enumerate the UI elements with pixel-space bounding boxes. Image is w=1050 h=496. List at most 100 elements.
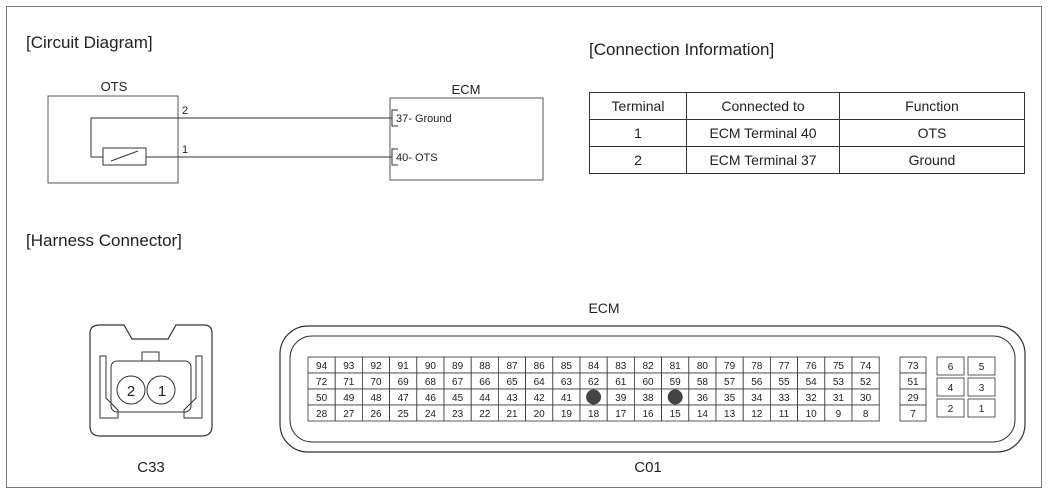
pin-cell bbox=[936, 356, 965, 376]
c33-right-latch bbox=[183, 355, 203, 419]
pin-number: 8 bbox=[863, 409, 869, 420]
pin-number: 21 bbox=[506, 409, 518, 420]
pin-number: 25 bbox=[398, 409, 410, 420]
table-header-row: Terminal Connected to Function bbox=[589, 92, 1025, 120]
sensor-internal-wire-2 bbox=[90, 117, 178, 158]
table-row: 1 ECM Terminal 40 OTS bbox=[589, 119, 1025, 147]
pin-number: 30 bbox=[860, 393, 872, 404]
pin-number: 84 bbox=[588, 361, 600, 372]
pin-number: 66 bbox=[479, 377, 491, 388]
pin-number: 67 bbox=[452, 377, 464, 388]
pin-number: 22 bbox=[479, 409, 491, 420]
c33-key bbox=[141, 351, 160, 362]
pin-number: 36 bbox=[697, 393, 709, 404]
connection-table: Terminal Connected to Function 1 ECM Ter… bbox=[589, 92, 1025, 174]
harness-connector-heading: [Harness Connector] bbox=[26, 231, 182, 250]
pin-number: 50 bbox=[316, 393, 328, 404]
pin-number: 65 bbox=[506, 377, 518, 388]
pin-number: 19 bbox=[561, 409, 573, 420]
sensor-pin-label: 2 bbox=[182, 105, 188, 117]
pin-number: 53 bbox=[833, 377, 845, 388]
pin-number: 86 bbox=[534, 361, 546, 372]
pin-number: 45 bbox=[452, 393, 464, 404]
ecm-pin-bracket bbox=[391, 148, 398, 166]
c33-housing bbox=[89, 324, 213, 437]
c33-connector: 2 1 C33 bbox=[89, 324, 213, 476]
c33-label: C33 bbox=[137, 459, 165, 476]
pin-number: 15 bbox=[670, 409, 682, 420]
sensor-name: OTS bbox=[101, 79, 128, 94]
pin-number: 91 bbox=[398, 361, 410, 372]
sensor-element-slash bbox=[110, 150, 139, 162]
pin-37-used-marker bbox=[667, 389, 683, 405]
pin-number: 44 bbox=[479, 393, 491, 404]
pin-number: 60 bbox=[642, 377, 654, 388]
table-cell: 2 bbox=[589, 146, 687, 174]
pin-number: 2 bbox=[948, 404, 954, 415]
pin-cell bbox=[936, 377, 965, 397]
circuit-diagram: OTS 2 1 ECM 37- Ground 40- OTS bbox=[47, 79, 544, 184]
pin-number: 47 bbox=[398, 393, 410, 404]
table-header-cell: Connected to bbox=[686, 92, 840, 120]
pin-number: 75 bbox=[833, 361, 845, 372]
pin-number: 73 bbox=[907, 361, 919, 372]
pin-number: 7 bbox=[910, 409, 916, 420]
pin-number: 83 bbox=[615, 361, 627, 372]
pin-number: 90 bbox=[425, 361, 437, 372]
pin-number: 68 bbox=[425, 377, 437, 388]
pin-number: 88 bbox=[479, 361, 491, 372]
pin-number: 82 bbox=[642, 361, 654, 372]
table-header-cell: Terminal bbox=[589, 92, 687, 120]
pin-cell bbox=[899, 404, 927, 422]
pin-cell bbox=[967, 356, 996, 376]
connection-information-heading: [Connection Information] bbox=[589, 40, 775, 59]
pin-number: 78 bbox=[751, 361, 763, 372]
pin-number: 29 bbox=[907, 393, 919, 404]
pin-number: 93 bbox=[343, 361, 355, 372]
ecm-pin-bracket bbox=[391, 109, 398, 127]
pin-number: 80 bbox=[697, 361, 709, 372]
pin-number: 14 bbox=[697, 409, 709, 420]
table-row: 2 ECM Terminal 37 Ground bbox=[589, 146, 1025, 174]
sensor-pin-label: 1 bbox=[182, 144, 188, 156]
circuit-diagram-heading: [Circuit Diagram] bbox=[26, 33, 153, 52]
pin-number: 6 bbox=[948, 362, 954, 373]
pin-number: 59 bbox=[670, 377, 682, 388]
table-cell: ECM Terminal 40 bbox=[686, 119, 840, 147]
pin-cell bbox=[967, 377, 996, 397]
pin-number: 87 bbox=[506, 361, 518, 372]
pin-number: 58 bbox=[697, 377, 709, 388]
pin-number: 38 bbox=[642, 393, 654, 404]
c33-pin-number: 1 bbox=[158, 383, 166, 400]
table-cell: 1 bbox=[589, 119, 687, 147]
pin-cell bbox=[851, 404, 880, 422]
sensor-box bbox=[47, 95, 179, 184]
c01-outer-housing bbox=[279, 325, 1026, 453]
pin-number: 42 bbox=[534, 393, 546, 404]
pin-40-used-marker bbox=[586, 389, 602, 405]
pin-number: 34 bbox=[751, 393, 763, 404]
pin-number: 12 bbox=[751, 409, 763, 420]
pin-number: 54 bbox=[806, 377, 818, 388]
c01-inner-housing bbox=[289, 335, 1016, 443]
pin-number: 55 bbox=[778, 377, 790, 388]
table-header-cell: Function bbox=[839, 92, 1025, 120]
pin-number: 18 bbox=[588, 409, 600, 420]
c33-pin-2 bbox=[116, 375, 146, 405]
pin-number: 32 bbox=[806, 393, 818, 404]
pin-number: 16 bbox=[642, 409, 654, 420]
pin-number: 74 bbox=[860, 361, 872, 372]
pin-number: 63 bbox=[561, 377, 573, 388]
pin-number: 13 bbox=[724, 409, 736, 420]
ecm-name: ECM bbox=[452, 82, 481, 97]
c33-pin-frame bbox=[110, 360, 192, 413]
pin-number: 9 bbox=[836, 409, 842, 420]
c33-left-latch bbox=[99, 355, 119, 419]
ecm-connector-title: ECM bbox=[588, 300, 619, 316]
pin-number: 24 bbox=[425, 409, 437, 420]
pin-number: 28 bbox=[316, 409, 328, 420]
pin-number: 1 bbox=[979, 404, 985, 415]
pin-number: 57 bbox=[724, 377, 736, 388]
